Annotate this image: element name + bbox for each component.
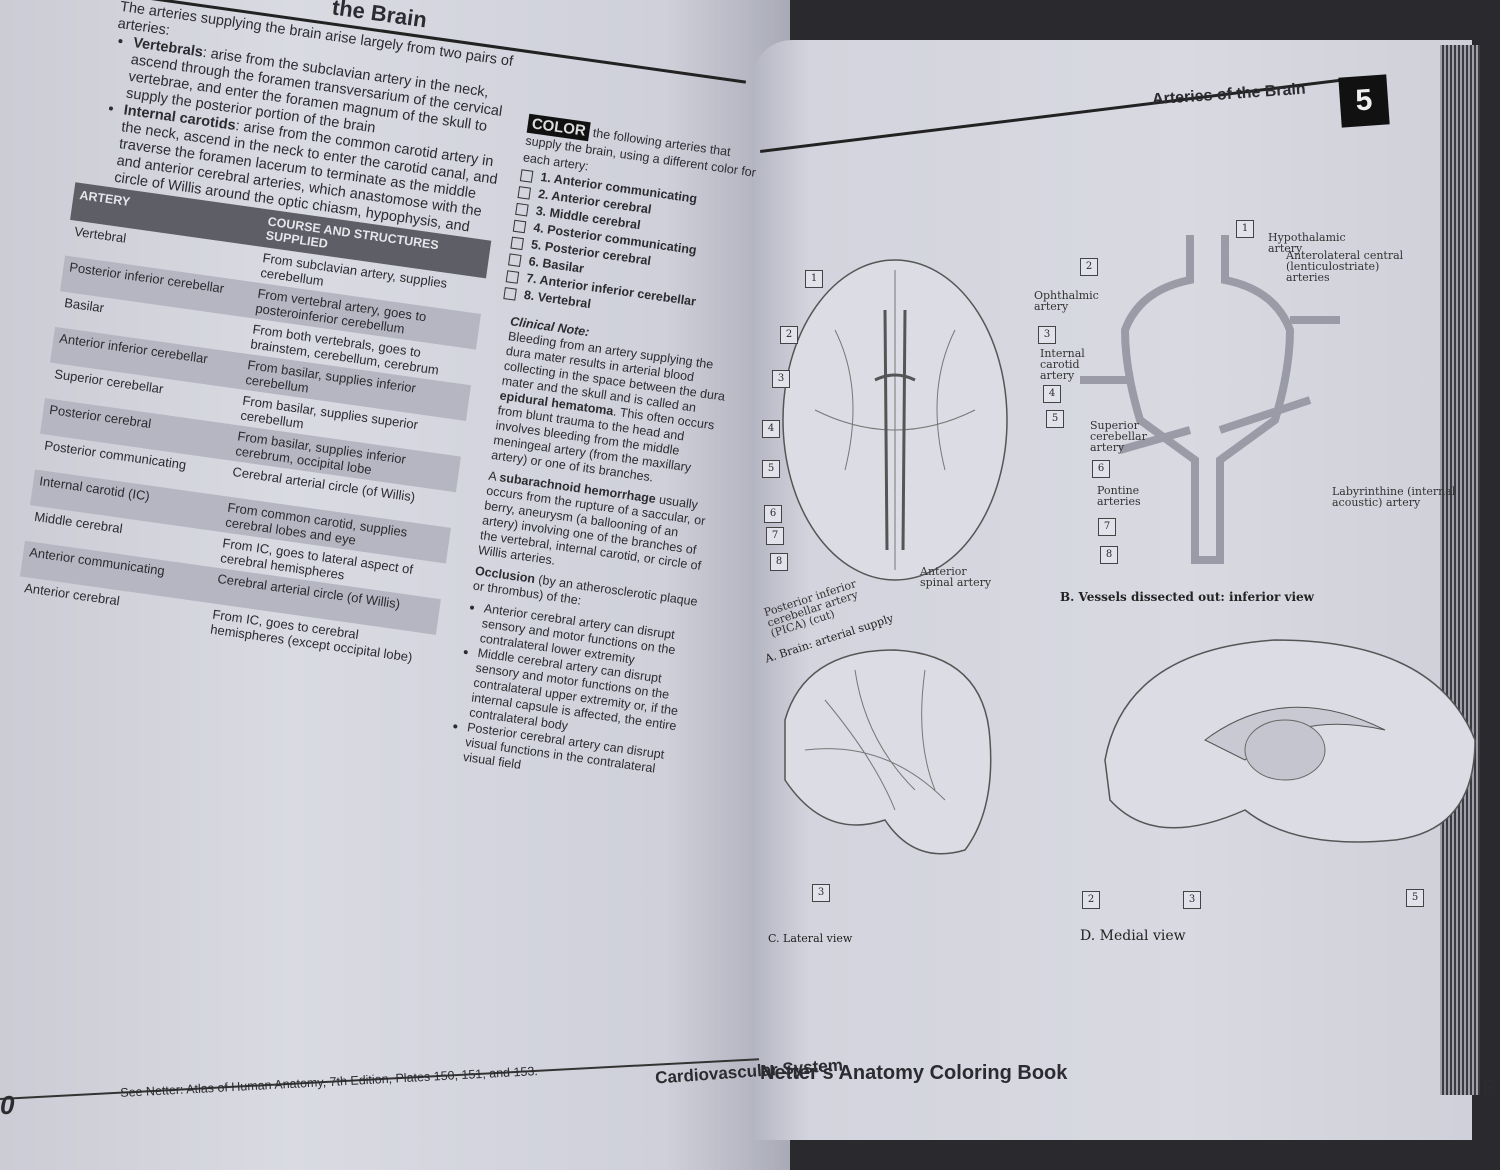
checkbox-icon (515, 202, 529, 216)
label-number: 8 (770, 553, 788, 571)
fig-c-caption: C. Lateral view (768, 932, 853, 945)
checkbox-icon (519, 168, 534, 183)
label-number: 5 (1406, 889, 1424, 907)
anterolateral-label: Anterolateral central (lenticulostriate)… (1286, 249, 1404, 284)
artery-table: ARTERY COURSE AND STRUCTURES SUPPLIED Ve… (15, 182, 492, 670)
color-instructions: COLOR the following arteries that supply… (503, 113, 767, 335)
label-number: 8 (1100, 546, 1118, 564)
chapter-number: 5 (1338, 74, 1390, 128)
label-number: 2 (780, 326, 798, 344)
page-edges (1440, 45, 1480, 1095)
label-number: 4 (762, 420, 780, 438)
fig-d-caption: D. Medial view (1080, 928, 1186, 944)
label-number: 1 (1236, 220, 1254, 238)
pontine-label: Pontine arteries (1097, 484, 1141, 508)
book-title-footer: Netter's Anatomy Coloring Book (760, 1062, 1068, 1084)
label-number: 5 (762, 460, 780, 478)
hypothalamic-label: Hypothalamic artery (1268, 231, 1346, 255)
fig-b-caption: B. Vessels dissected out: inferior view (1060, 590, 1314, 604)
ophthalmic-label: Ophthalmic artery (1034, 289, 1099, 313)
brain-medial-illustration (1104, 639, 1476, 843)
brain-lateral-illustration (784, 649, 992, 855)
checkbox-icon (510, 236, 525, 250)
labyrinthine-label: Labyrinthine (internal acoustic) artery (1332, 485, 1456, 509)
checkbox-icon (508, 252, 522, 267)
label-number: 3 (812, 884, 830, 902)
superior-cerebellar-label: Superior cerebellar artery (1090, 419, 1147, 454)
checkbox-icon (505, 269, 520, 284)
label-number: 3 (1183, 891, 1201, 909)
checkbox-icon (512, 219, 527, 233)
internal-carotid-label: Internal carotid artery (1040, 347, 1085, 382)
checkbox-icon (517, 185, 532, 200)
label-number: 5 (1046, 410, 1064, 428)
label-number: 4 (1043, 385, 1061, 403)
anterior-spinal-label: Anterior spinal artery (920, 565, 992, 589)
label-number: 6 (764, 505, 782, 523)
label-number: 1 (805, 270, 823, 288)
brain-inferior-illustration (782, 259, 1008, 581)
label-number: 7 (766, 527, 784, 545)
label-number: 6 (1092, 460, 1110, 478)
left-page-number: 0 (0, 1090, 15, 1120)
circle-of-willis-illustration (1080, 235, 1340, 564)
label-number: 2 (1082, 891, 1100, 909)
right-page (752, 40, 1472, 1140)
label-number: 3 (772, 370, 790, 388)
right-page-number: P (1482, 1075, 1497, 1100)
label-number: 7 (1098, 518, 1116, 536)
checkbox-icon (503, 286, 517, 301)
label-number: 2 (1080, 258, 1098, 276)
label-number: 3 (1038, 326, 1056, 344)
